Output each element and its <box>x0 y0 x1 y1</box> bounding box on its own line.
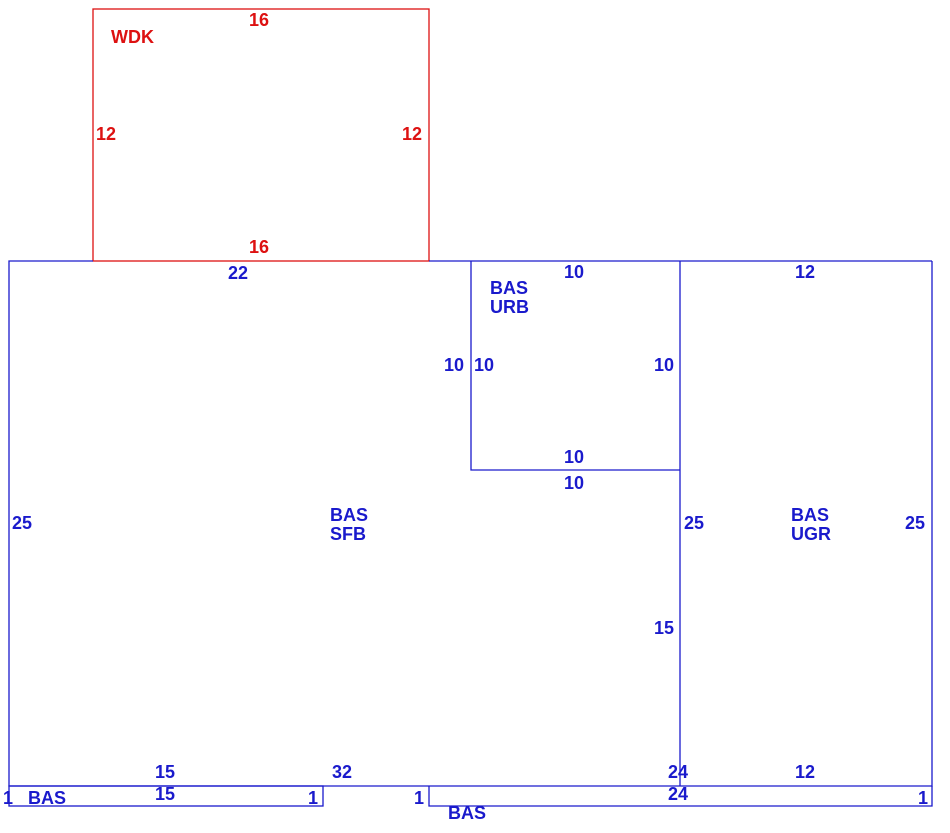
urb-left-dimension: 10 <box>474 355 495 375</box>
urb-bottom-inner-dimension: 10 <box>564 447 585 467</box>
sfb-left-dimension: 25 <box>12 513 33 533</box>
ugr-top-dimension: 12 <box>795 262 816 282</box>
urb-outer-left-dimension: 10 <box>444 355 465 375</box>
bas-strip-bottom <box>428 786 933 807</box>
wdk-deck-outline <box>92 8 430 262</box>
bas-left-label: BAS <box>28 788 67 808</box>
right-end-dimension: 1 <box>918 788 929 808</box>
sfb-area-label: BAS SFB <box>330 506 368 544</box>
wdk-label: WDK <box>111 27 154 47</box>
strip-top-dimension: 15 <box>155 762 176 782</box>
wdk-left-dimension: 12 <box>96 124 117 144</box>
wdk-bottom-dimension: 16 <box>249 237 270 257</box>
ugr-right-dimension: 25 <box>905 513 926 533</box>
bottom-left-end-dimension: 1 <box>3 788 14 808</box>
wdk-right-dimension: 12 <box>402 124 423 144</box>
urb-area-code: BAS <box>490 278 529 298</box>
strip-right-end-dimension: 1 <box>308 788 319 808</box>
strip-bottom-dimension: 15 <box>155 784 176 804</box>
bottom-mid-end-dimension: 1 <box>414 788 425 808</box>
sfb-top-dimension: 22 <box>228 263 249 283</box>
urb-top-dimension: 10 <box>564 262 585 282</box>
main-body-outline <box>8 260 680 787</box>
sfb-area-sub: SFB <box>330 524 366 544</box>
sfb-right-lower-dimension: 15 <box>654 618 675 638</box>
ugr-bottom-dimension: 12 <box>795 762 816 782</box>
bas-strip-left <box>8 785 324 807</box>
urb-area-sub: URB <box>490 297 529 317</box>
bas-bottom-label: BAS <box>448 803 487 823</box>
urb-right-dimension: 10 <box>654 355 675 375</box>
center-top-dimension: 24 <box>668 762 689 782</box>
center-bottom-dimension: 24 <box>668 784 689 804</box>
wdk-top-dimension: 16 <box>249 10 270 30</box>
urb-bottom-outer-dimension: 10 <box>564 473 585 493</box>
ugr-left-dimension: 25 <box>684 513 705 533</box>
ugr-area-label: BAS UGR <box>791 506 831 544</box>
sfb-area-code: BAS <box>330 505 369 525</box>
ugr-area-sub: UGR <box>791 524 831 544</box>
urb-area-label: BAS URB <box>490 279 529 317</box>
urb-room-outline <box>470 261 680 471</box>
sfb-bottom-dimension: 32 <box>332 762 353 782</box>
ugr-area-code: BAS <box>791 505 830 525</box>
